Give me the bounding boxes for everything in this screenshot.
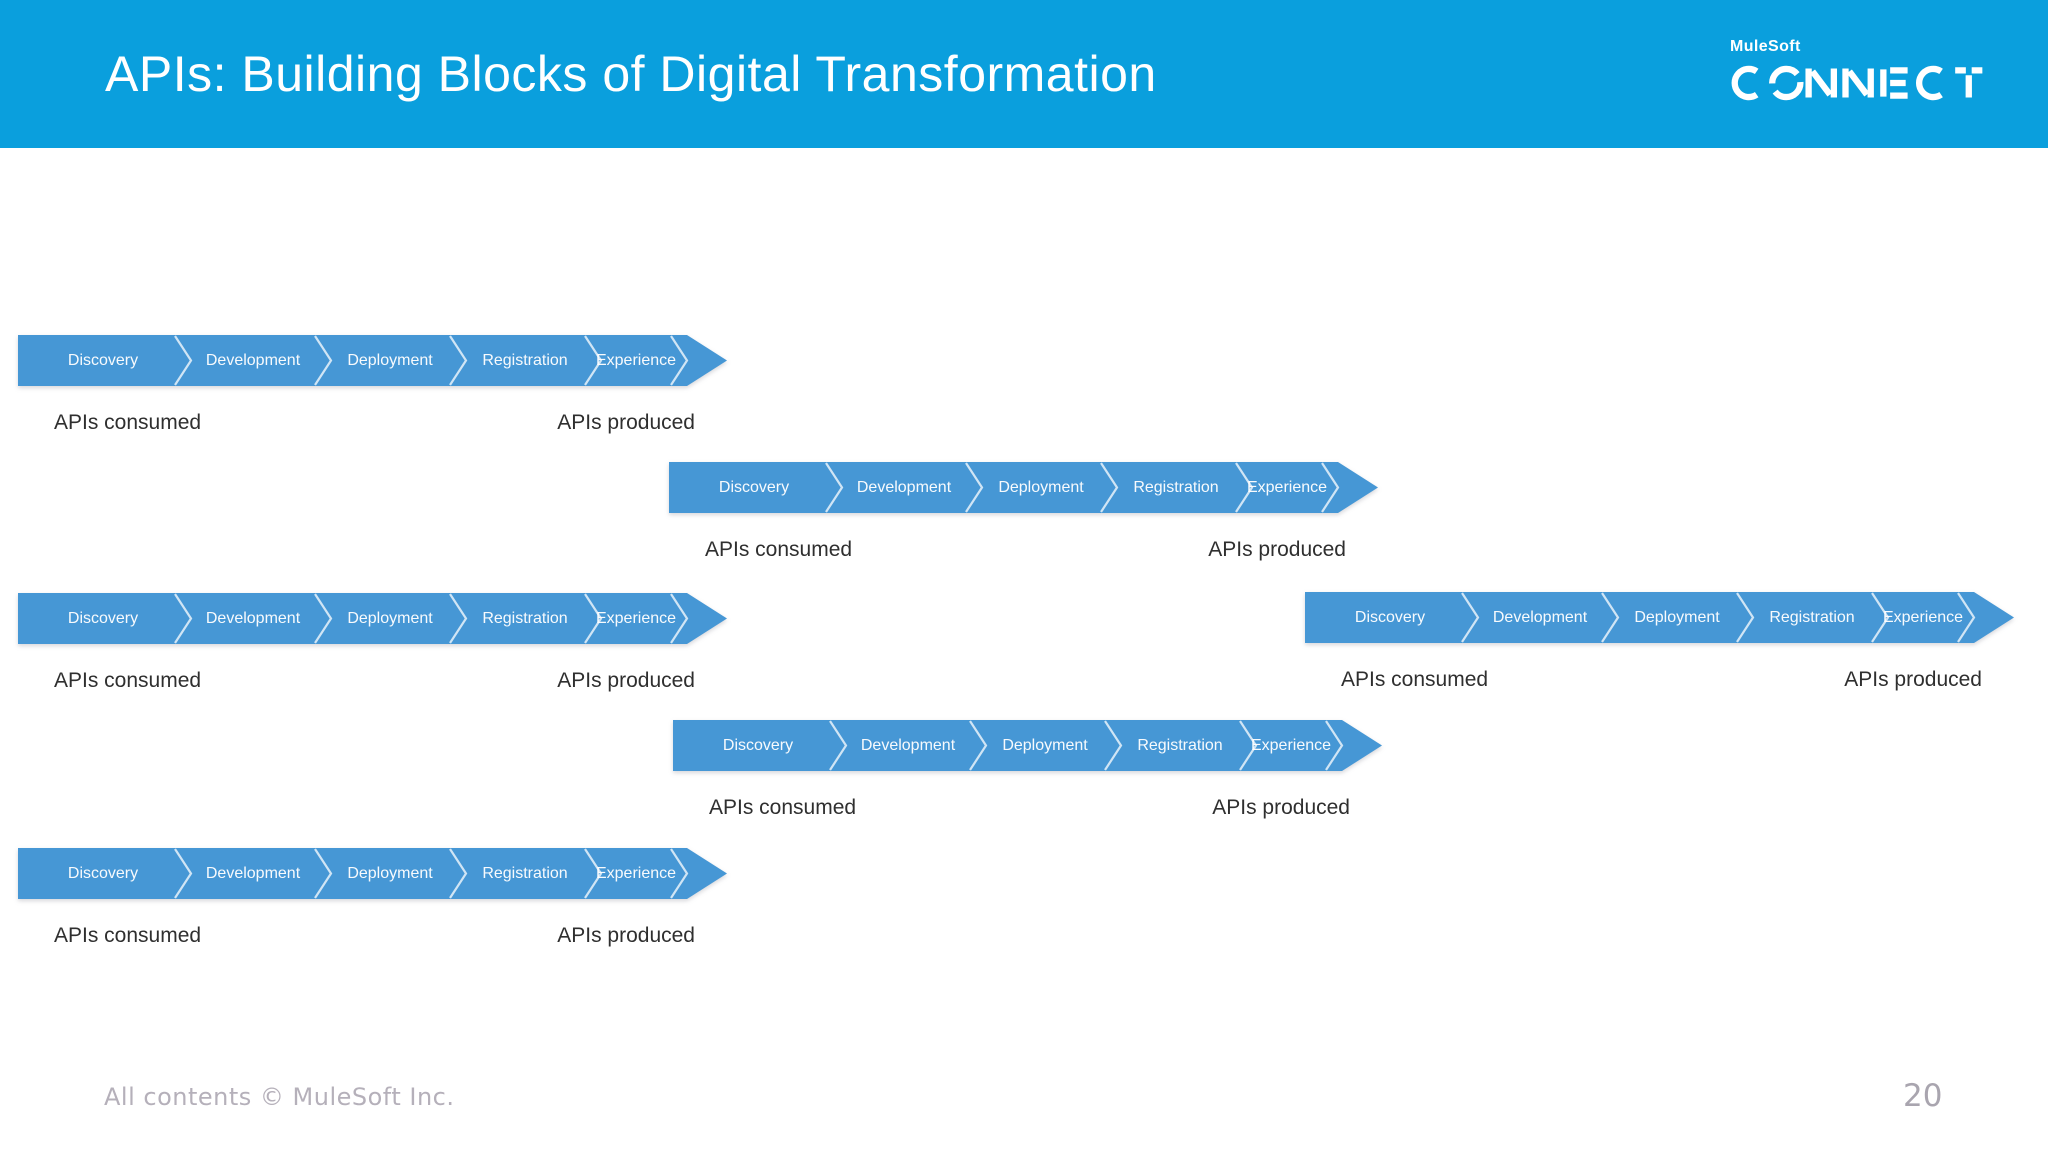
apis-consumed-label: APIs consumed [54,924,202,947]
apis-produced-label: APIs produced [557,669,695,692]
apis-produced-label: APIs produced [1844,668,1982,691]
bar-caption-row: APIs consumed APIs produced [673,771,1382,820]
stage-label: Development [205,865,301,882]
chevron-arrow-shape [18,593,727,644]
stage-label: Experience [1246,479,1328,496]
stage-label: Experience [595,610,677,627]
apis-consumed-label: APIs consumed [705,538,853,561]
stage-label: Discovery [722,737,794,754]
chevron-arrow-shape [669,462,1378,513]
bar-caption-row: APIs consumed APIs produced [1305,643,2014,692]
stage-label: Development [860,737,956,754]
chevron-arrow-shape [18,335,727,386]
stage-label: Deployment [1002,737,1088,754]
chevron-process-bar: Discovery Development Deployment Registr… [1305,592,2014,643]
chevron-arrow-shape [1305,592,2014,643]
apis-produced-label: APIs produced [1212,796,1350,819]
apis-consumed-label: APIs consumed [1341,668,1489,691]
stage-label: Registration [1769,609,1855,626]
stage-label: Deployment [1634,609,1720,626]
apis-consumed-label: APIs consumed [54,411,202,434]
stage-label: Registration [482,865,568,882]
api-lifecycle-bar: Discovery Development Deployment Registr… [18,593,727,693]
chevron-arrow-shape [18,848,727,899]
stage-label: Registration [1137,737,1223,754]
stage-label: Development [205,610,301,627]
bar-caption-row: APIs consumed APIs produced [18,899,727,948]
slide-header-band: APIs: Building Blocks of Digital Transfo… [0,0,2048,148]
stage-label: Discovery [67,865,139,882]
bar-caption-row: APIs consumed APIs produced [669,513,1378,562]
stage-label: Experience [595,865,677,882]
stage-label: Experience [1250,737,1332,754]
stage-label: Development [856,479,952,496]
bar-caption-row: APIs consumed APIs produced [18,644,727,693]
stage-label: Experience [595,352,677,369]
apis-consumed-label: APIs consumed [709,796,857,819]
stage-label: Experience [1882,609,1964,626]
bar-caption-row: APIs consumed APIs produced [18,386,727,435]
mulesoft-brand-text: MuleSoft [1730,38,1801,55]
chevron-process-bar: Discovery Development Deployment Registr… [669,462,1378,513]
chevron-process-bar: Discovery Development Deployment Registr… [18,335,727,386]
page-title: APIs: Building Blocks of Digital Transfo… [105,46,1157,102]
stage-label: Discovery [1354,609,1426,626]
api-lifecycle-bar: Discovery Development Deployment Registr… [18,848,727,948]
stage-label: Deployment [347,352,433,369]
chevron-process-bar: Discovery Development Deployment Registr… [18,848,727,899]
chevron-process-bar: Discovery Development Deployment Registr… [673,720,1382,771]
stage-label: Deployment [998,479,1084,496]
stage-label: Discovery [718,479,790,496]
chevron-process-bar: Discovery Development Deployment Registr… [18,593,727,644]
page-number: 20 [1903,1078,1943,1114]
stage-label: Deployment [347,610,433,627]
apis-produced-label: APIs produced [557,411,695,434]
chevron-arrow-shape [673,720,1382,771]
stage-label: Registration [482,352,568,369]
apis-produced-label: APIs produced [1208,538,1346,561]
copyright-text: All contents © MuleSoft Inc. [104,1083,455,1111]
mulesoft-connect-logo: MuleSoft [1730,38,1994,102]
apis-consumed-label: APIs consumed [54,669,202,692]
stage-label: Discovery [67,610,139,627]
stage-label: Registration [482,610,568,627]
stage-label: Discovery [67,352,139,369]
api-lifecycle-bar: Discovery Development Deployment Registr… [18,335,727,435]
api-lifecycle-bar: Discovery Development Deployment Registr… [669,462,1378,562]
stage-label: Deployment [347,865,433,882]
api-lifecycle-bar: Discovery Development Deployment Registr… [673,720,1382,820]
stage-label: Registration [1133,479,1219,496]
apis-produced-label: APIs produced [557,924,695,947]
api-lifecycle-bar: Discovery Development Deployment Registr… [1305,592,2014,692]
connect-wordmark-icon [1731,65,1983,101]
stage-label: Development [1492,609,1588,626]
stage-label: Development [205,352,301,369]
